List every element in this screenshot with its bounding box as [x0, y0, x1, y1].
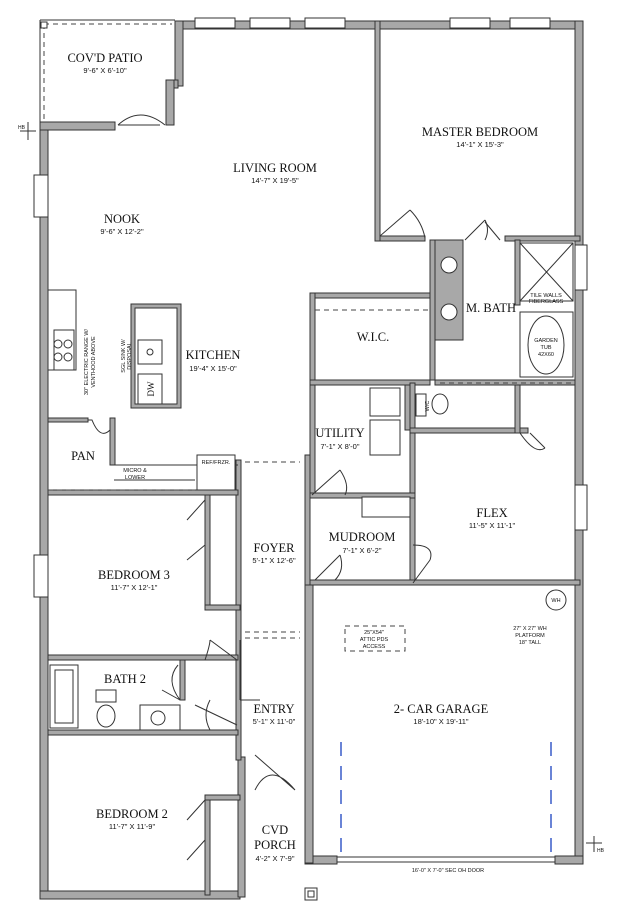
pan-name: PAN	[71, 449, 95, 463]
mudroom-dim: 7'-1" X 6'-2"	[342, 546, 381, 555]
cvd-porch-name-1: CVD	[262, 823, 288, 837]
interior-walls	[47, 20, 581, 896]
tile-note-2: FIBERGLASS	[529, 299, 564, 305]
master-bedroom-name: MASTER BEDROOM	[422, 125, 538, 139]
fixtures	[47, 242, 574, 901]
garage-door-tracks	[337, 742, 555, 863]
openings	[48, 309, 575, 639]
ref-note: REF/FRZR.	[202, 460, 231, 466]
wh-platform-note-1: 27" X 27" WH	[513, 626, 547, 632]
sink-note-2: DISPOSAL	[127, 342, 133, 370]
fixture-notes: 30" ELECTRIC RANGE W/ VENTHOOD ABOVE SGL…	[84, 293, 564, 874]
sink-note-1: SGL SINK W/	[121, 339, 127, 373]
living-room-dim: 14'-7" X 19'-5"	[251, 176, 299, 185]
utility-dim: 7'-1" X 8'-0"	[320, 442, 359, 451]
attic-note-3: ACCESS	[363, 644, 386, 650]
covered-patio-outline	[39, 19, 175, 122]
living-room-name: LIVING ROOM	[233, 161, 317, 175]
m-bath-name: M. BATH	[466, 301, 516, 315]
micro-note-2: LOWER	[125, 475, 145, 481]
utility-name: UTILITY	[315, 426, 364, 440]
bedroom3-name: BEDROOM 3	[98, 568, 170, 582]
wh-platform-note-2: PLATFORM	[515, 633, 545, 639]
dw-label: DW	[146, 381, 156, 396]
wc-note: W/C	[425, 401, 431, 412]
kitchen-dim: 19'-4" X 15'-0"	[189, 364, 237, 373]
covd-patio-dim: 9'-6" X 6'-10"	[83, 66, 127, 75]
bath2-name: BATH 2	[104, 672, 146, 686]
entry-name: ENTRY	[254, 702, 295, 716]
range-note-2: VENTHOOD ABOVE	[91, 336, 97, 388]
bedroom3-dim: 11'-7" X 12'-1"	[111, 583, 158, 592]
tub-note-2: TUB	[541, 345, 552, 351]
covd-patio-name: COV'D PATIO	[67, 51, 142, 65]
tub-note-3: 42X60	[538, 352, 554, 358]
nook-name: NOOK	[104, 212, 140, 226]
tub-note-1: GARDEN	[534, 338, 558, 344]
flex-dim: 11'-5" X 11'-1"	[469, 521, 516, 530]
hose-bibs: HB HB	[18, 122, 605, 854]
garage-name: 2- CAR GARAGE	[394, 702, 489, 716]
cvd-porch-dim: 4'-2" X 7'-9"	[255, 854, 294, 863]
doors	[88, 114, 546, 861]
tile-note-1: TILE WALLS	[530, 293, 562, 299]
wh-note: WH	[551, 598, 560, 604]
entry-dim: 5'-1" X 11'-0"	[253, 717, 296, 726]
kitchen-name: KITCHEN	[186, 348, 241, 362]
master-bedroom-dim: 14'-1" X 15'-3"	[456, 140, 504, 149]
micro-note-1: MICRO &	[123, 468, 147, 474]
range-note-1: 30" ELECTRIC RANGE W/	[84, 328, 90, 395]
mudroom-name: MUDROOM	[329, 530, 396, 544]
garage-dim: 18'-10" X 19'-11"	[413, 717, 469, 726]
bedroom2-dim: 11'-7" X 11'-9"	[109, 822, 156, 831]
windows	[33, 17, 588, 598]
hb-label-right: HB	[597, 848, 605, 854]
flex-name: FLEX	[476, 506, 507, 520]
room-labels: COV'D PATIO 9'-6" X 6'-10" LIVING ROOM 1…	[67, 51, 538, 863]
cvd-porch-name-2: PORCH	[254, 838, 296, 852]
bedroom2-name: BEDROOM 2	[96, 807, 168, 821]
foyer-dim: 5'-1" X 12'-6"	[252, 556, 296, 565]
wh-platform-note-3: 18" TALL	[519, 640, 541, 646]
attic-note-1: 25"X54"	[364, 630, 384, 636]
wic-name: W.I.C.	[357, 330, 390, 344]
garage-door-note: 16'-0" X 7'-0" SEC OH DOOR	[412, 868, 484, 874]
attic-note-2: ATTIC PDS	[360, 637, 389, 643]
hb-label-left: HB	[18, 125, 26, 131]
nook-dim: 9'-6" X 12'-2"	[100, 227, 144, 236]
foyer-name: FOYER	[254, 541, 296, 555]
